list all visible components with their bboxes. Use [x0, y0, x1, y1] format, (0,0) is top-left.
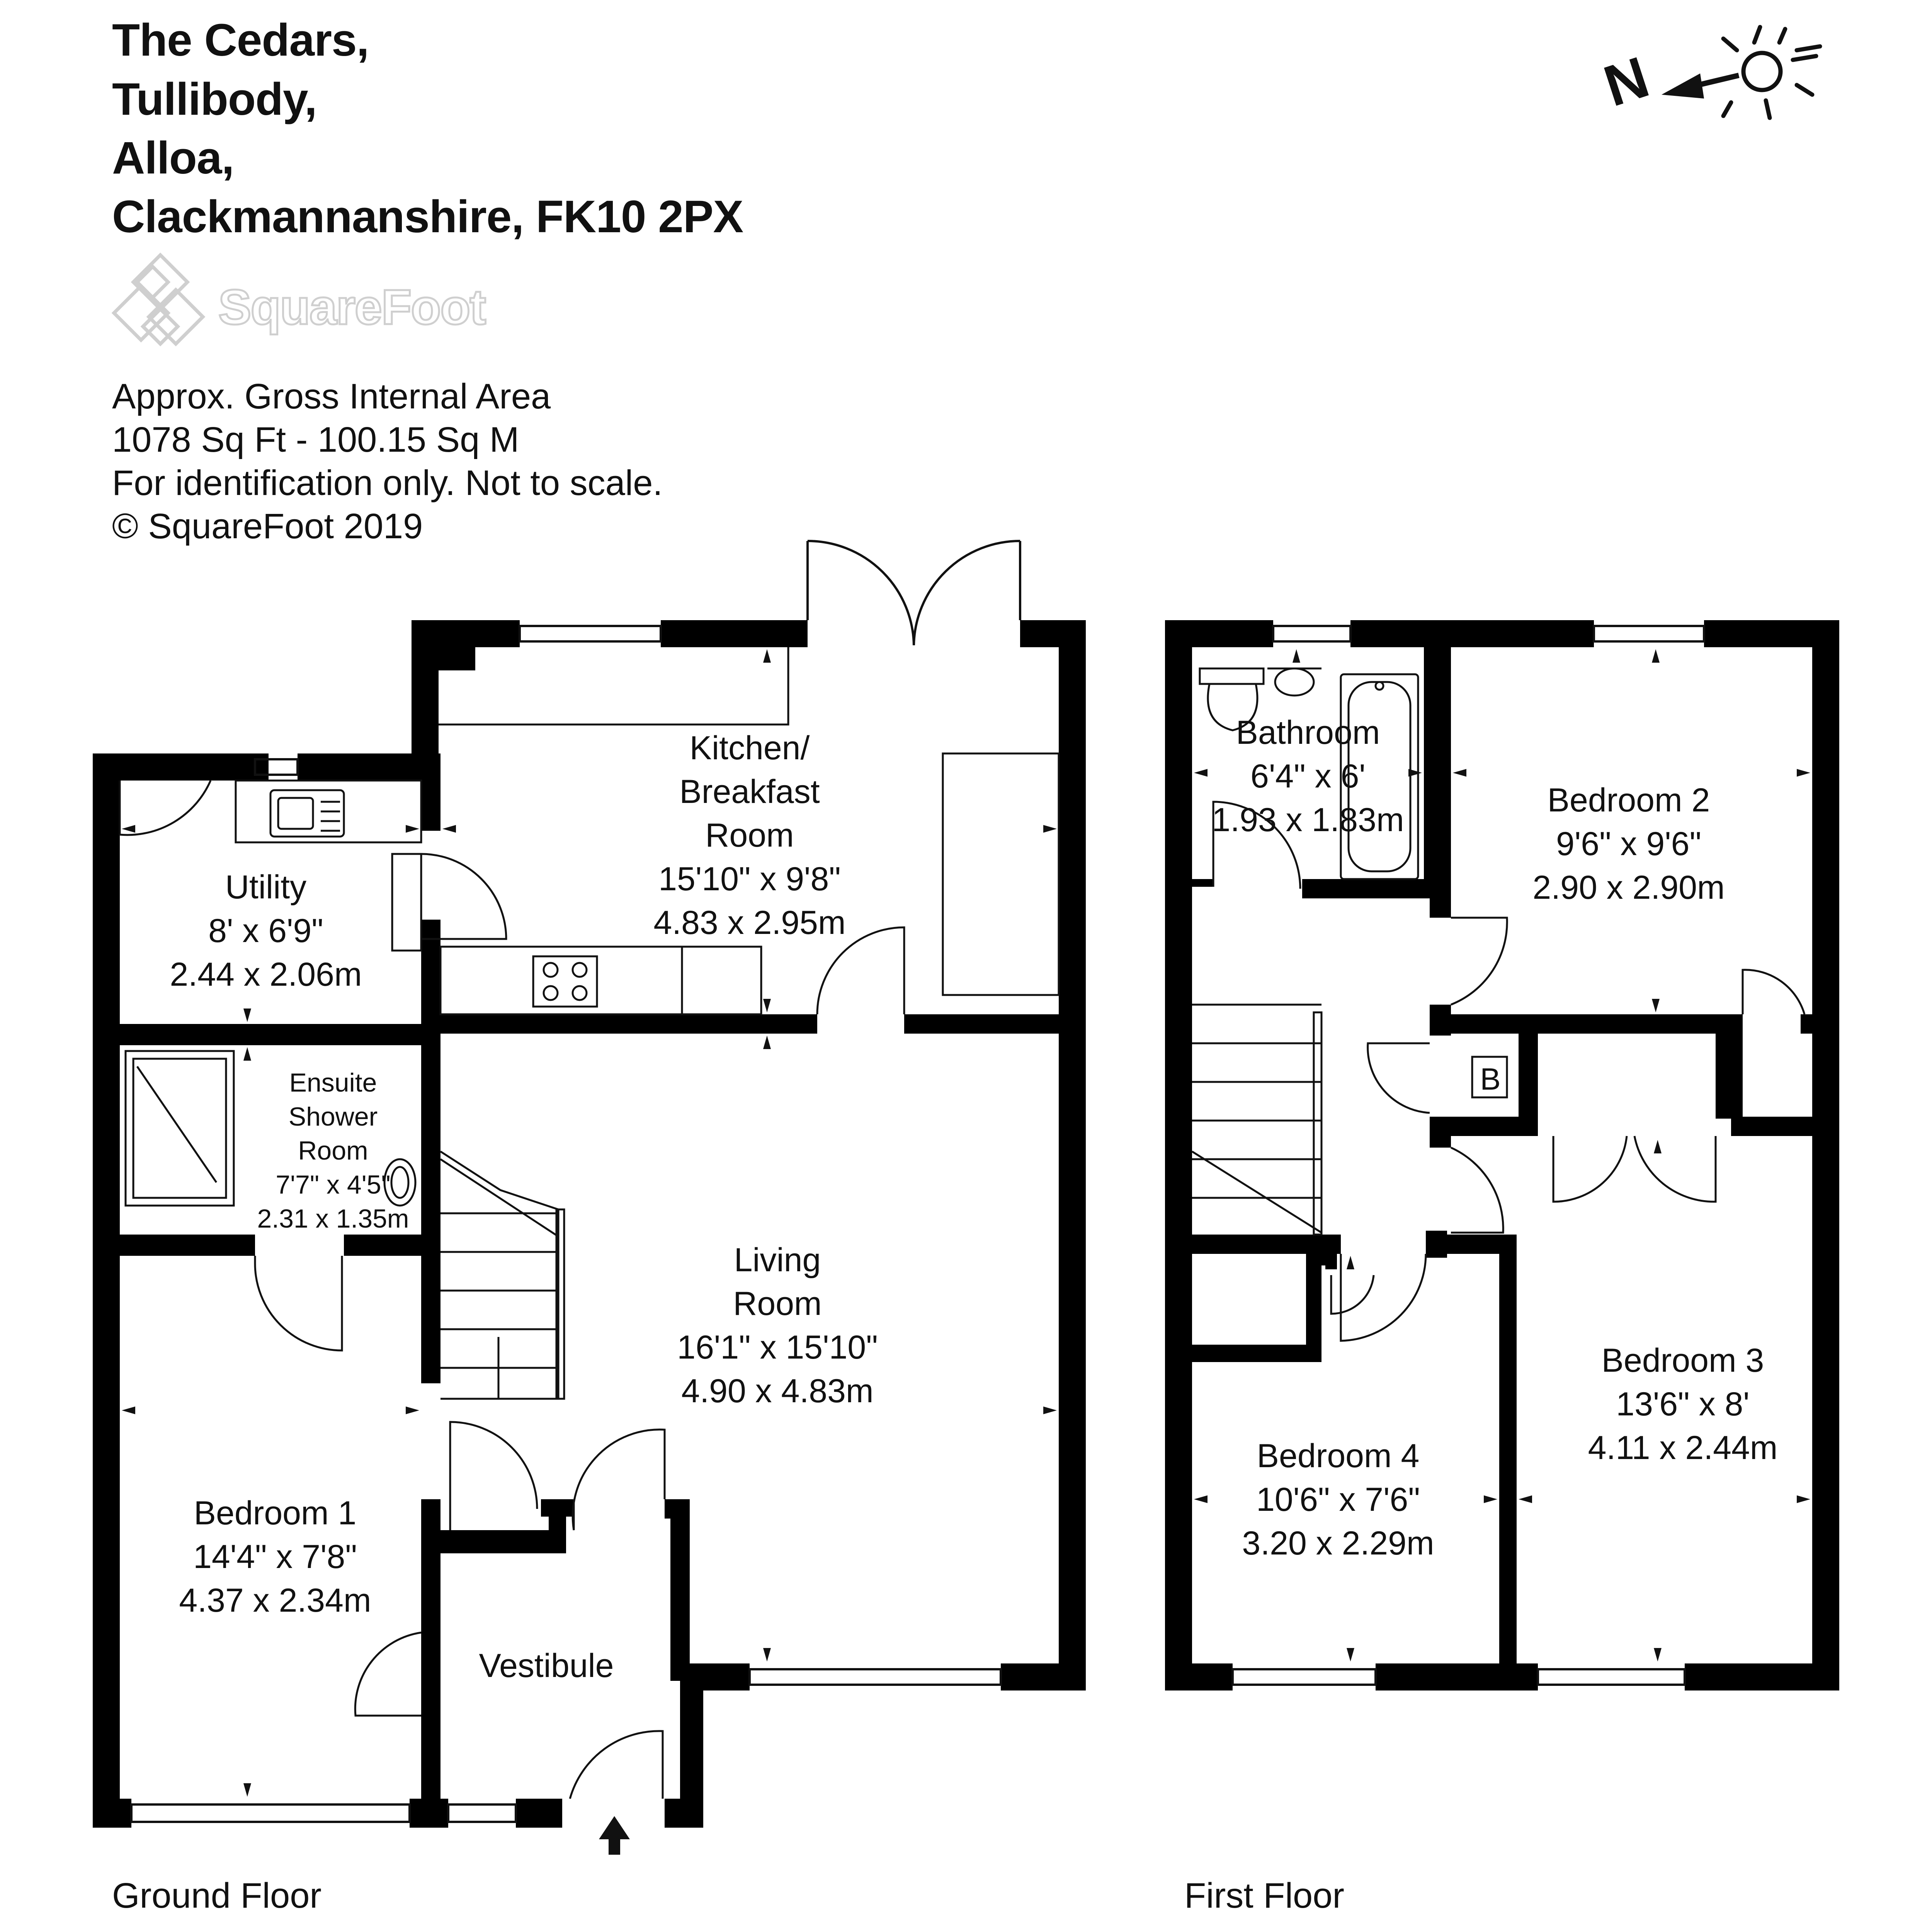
bedroom1-label: Bedroom 1: [194, 1495, 357, 1532]
room-utility: Utility 8' x 6'9" 2.44 x 2.06m: [170, 869, 362, 993]
first-floor-plan: [1165, 620, 1839, 1690]
first-floor-label: First Floor: [1184, 1876, 1344, 1915]
address-line-4: Clackmannanshire, FK10 2PX: [112, 191, 743, 242]
room-bedroom-1: Bedroom 1 14'4" x 7'8" 4.37 x 2.34m: [179, 1495, 371, 1619]
utility-metric: 2.44 x 2.06m: [170, 956, 362, 993]
bathroom-label: Bathroom: [1236, 714, 1380, 751]
ensuite-label-2: Shower: [289, 1102, 378, 1131]
living-metric: 4.90 x 4.83m: [681, 1372, 873, 1410]
living-label-2: Room: [733, 1285, 821, 1322]
kitchen-label-1: Kitchen/: [690, 730, 810, 767]
room-bedroom-4: Bedroom 4 10'6" x 7'6" 3.20 x 2.29m: [1242, 1437, 1434, 1562]
ensuite-imperial: 7'7" x 4'5": [276, 1170, 390, 1199]
bedroom4-imperial: 10'6" x 7'6": [1256, 1481, 1420, 1518]
kitchen-label-3: Room: [705, 817, 794, 854]
room-bedroom-2: Bedroom 2 9'6" x 9'6" 2.90 x 2.90m: [1532, 782, 1725, 906]
room-kitchen: Kitchen/ Breakfast Room 15'10" x 9'8" 4.…: [653, 730, 845, 941]
bedroom4-metric: 3.20 x 2.29m: [1242, 1525, 1434, 1562]
utility-label: Utility: [225, 869, 306, 906]
bedroom2-imperial: 9'6" x 9'6": [1556, 825, 1701, 862]
disclaimer: For identification only. Not to scale.: [112, 463, 663, 503]
bedroom2-label: Bedroom 2: [1548, 782, 1710, 819]
ground-floor-label: Ground Floor: [112, 1876, 322, 1915]
ground-floor-plan: [93, 540, 1086, 1855]
ensuite-label-3: Room: [298, 1136, 368, 1165]
bedroom3-label: Bedroom 3: [1602, 1342, 1764, 1379]
room-ensuite: Ensuite Shower Room 7'7" x 4'5" 2.31 x 1…: [257, 1068, 409, 1233]
room-living: Living Room 16'1" x 15'10" 4.90 x 4.83m: [677, 1242, 878, 1410]
address-line-2: Tullibody,: [112, 74, 317, 125]
bedroom4-label: Bedroom 4: [1257, 1437, 1420, 1475]
ensuite-metric: 2.31 x 1.35m: [257, 1204, 409, 1233]
area-value: 1078 Sq Ft - 100.15 Sq M: [112, 420, 519, 459]
room-bathroom: Bathroom 6'4" x 6' 1.93 x 1.83m: [1212, 714, 1404, 838]
address-line-3: Alloa,: [112, 133, 234, 184]
bedroom1-metric: 4.37 x 2.34m: [179, 1582, 371, 1619]
living-label-1: Living: [734, 1242, 821, 1279]
utility-imperial: 8' x 6'9": [208, 912, 323, 949]
brand-name: SquareFoot: [217, 279, 487, 336]
room-vestibule: Vestibule: [479, 1647, 614, 1684]
kitchen-label-2: Breakfast: [679, 773, 820, 810]
copyright: © SquareFoot 2019: [112, 507, 423, 546]
ensuite-label-1: Ensuite: [289, 1068, 377, 1097]
address-line-1: The Cedars,: [112, 15, 369, 66]
bedroom1-imperial: 14'4" x 7'8": [193, 1538, 357, 1575]
room-bedroom-3: Bedroom 3 13'6" x 8' 4.11 x 2.44m: [1588, 1342, 1778, 1466]
bedroom2-metric: 2.90 x 2.90m: [1532, 869, 1725, 906]
bathroom-imperial: 6'4" x 6': [1250, 758, 1366, 795]
area-title: Approx. Gross Internal Area: [112, 377, 551, 416]
bedroom3-metric: 4.11 x 2.44m: [1588, 1429, 1778, 1466]
squarefoot-logo: [111, 252, 206, 347]
kitchen-imperial: 15'10" x 9'8": [658, 861, 841, 898]
boiler-label: B: [1480, 1062, 1500, 1096]
bedroom3-imperial: 13'6" x 8': [1616, 1386, 1749, 1423]
vestibule-label: Vestibule: [479, 1647, 614, 1684]
north-arrow-sun-icon: N: [1596, 25, 1822, 120]
kitchen-metric: 4.83 x 2.95m: [653, 904, 845, 941]
north-label: N: [1596, 44, 1656, 119]
living-imperial: 16'1" x 15'10": [677, 1329, 878, 1366]
bathroom-metric: 1.93 x 1.83m: [1212, 801, 1404, 838]
